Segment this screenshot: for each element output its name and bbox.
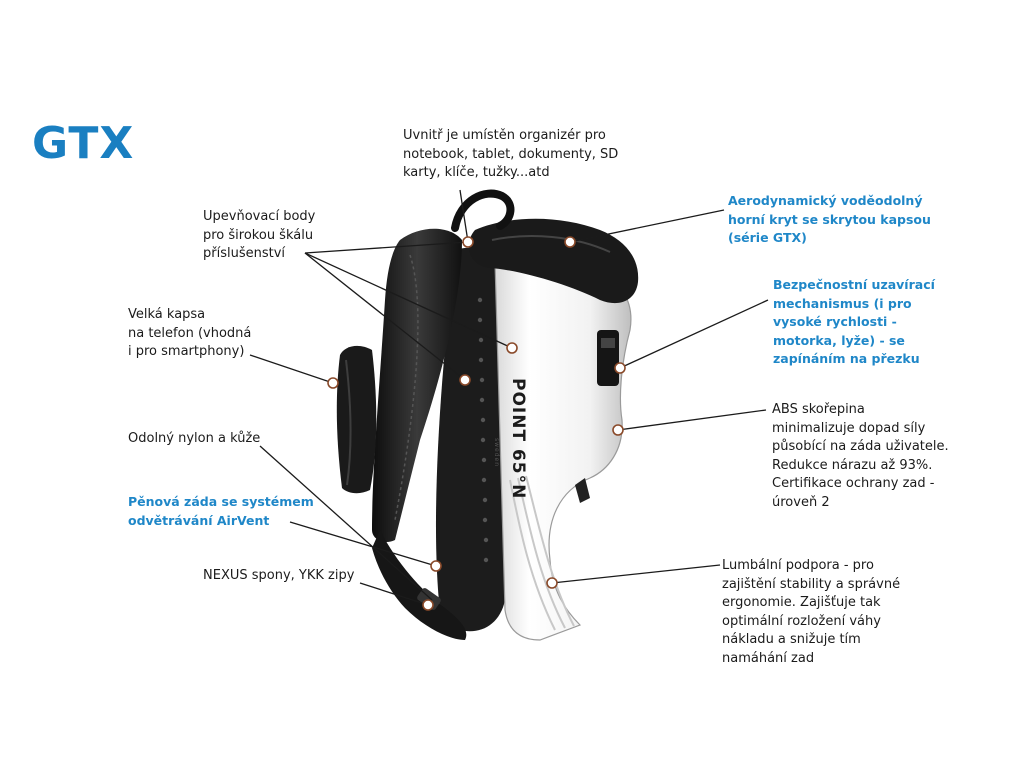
pin-markers [327, 236, 626, 611]
callout-line: Pěnová záda se systémem [128, 494, 314, 509]
callout-line: Redukce nárazu až 93%. [772, 457, 933, 473]
callout-line: úroveň 2 [772, 494, 830, 510]
back-panel [435, 247, 505, 632]
callout-line: Lumbální podpora - pro [722, 558, 874, 573]
callout-line: Uvnitř je umístěn organizér pro [403, 128, 606, 143]
callout-line: příslušenství [203, 246, 286, 261]
callout-nylon: Odolný nylon a kůže [128, 430, 260, 449]
callout-line: ABS skořepina [772, 402, 865, 417]
callout-line: NEXUS spony, YKK zipy [203, 568, 355, 583]
callout-line: karty, klíče, tužky...atd [403, 165, 550, 180]
callout-abs-shell: ABS skořepina minimalizuje dopad síly pů… [772, 401, 949, 512]
callout-safety-closure: Bezpečnostní uzavírací mechanismus (i pr… [773, 276, 935, 369]
callout-line: vysoké rychlosti - [773, 314, 897, 329]
callout-line: nákladu a snižuje tím [722, 632, 861, 647]
callout-line: i pro smartphony) [128, 344, 245, 359]
top-cover [468, 218, 639, 304]
hip-strap [372, 530, 467, 640]
shoulder-strap [372, 228, 462, 542]
callout-line: minimalizuje dopad síly [772, 420, 926, 436]
page-title: GTX [32, 118, 135, 169]
callout-mounting-points: Upevňovací body pro širokou škálu příslu… [203, 208, 315, 264]
callout-line: na telefon (vhodná [128, 325, 252, 341]
product-logo-sub: sweden [493, 438, 500, 467]
callout-line: působící na záda uživatele. [772, 439, 949, 454]
callout-line: (série GTX) [728, 230, 807, 245]
callout-line: odvětrávání AirVent [128, 512, 270, 528]
callout-line: zapínáním na přezku [773, 351, 920, 366]
callout-line: notebook, tablet, dokumenty, SD [403, 146, 619, 162]
spine-dots [477, 297, 489, 563]
callout-organizer: Uvnitř je umístěn organizér pro notebook… [403, 127, 618, 183]
phone-pocket [336, 345, 377, 494]
product-logo: POINT 65°N [508, 378, 528, 499]
callout-line: ergonomie. Zajišťuje tak [722, 595, 881, 610]
leader-lines [249, 189, 769, 606]
callout-line: zajištění stability a správné [722, 576, 901, 592]
callout-line: Upevňovací body [203, 209, 316, 224]
callout-line: optimální rozložení váhy [722, 613, 881, 629]
callout-line: Velká kapsa [128, 307, 206, 322]
callout-line: pro širokou škálu [203, 227, 314, 243]
callout-phone-pocket: Velká kapsa na telefon (vhodná i pro sma… [128, 306, 251, 362]
callout-line: Aerodynamický voděodolný [728, 193, 923, 208]
callout-line: Bezpečnostní uzavírací [773, 277, 935, 292]
callout-line: horní kryt se skrytou kapsou [728, 211, 931, 227]
callout-aero-cover: Aerodynamický voděodolný horní kryt se s… [728, 192, 931, 248]
callout-line: motorka, lyže) - se [773, 332, 905, 348]
callout-line: mechanismus (i pro [773, 295, 912, 311]
callout-line: Certifikace ochrany zad - [772, 476, 935, 491]
callout-buckles: NEXUS spony, YKK zipy [203, 567, 354, 586]
callout-foam-back: Pěnová záda se systémem odvětrávání AirV… [128, 493, 314, 530]
callout-line: Odolný nylon a kůže [128, 431, 261, 446]
callout-lumbar: Lumbální podpora - pro zajištění stabili… [722, 557, 900, 668]
callout-line: namáhání zad [722, 650, 815, 666]
